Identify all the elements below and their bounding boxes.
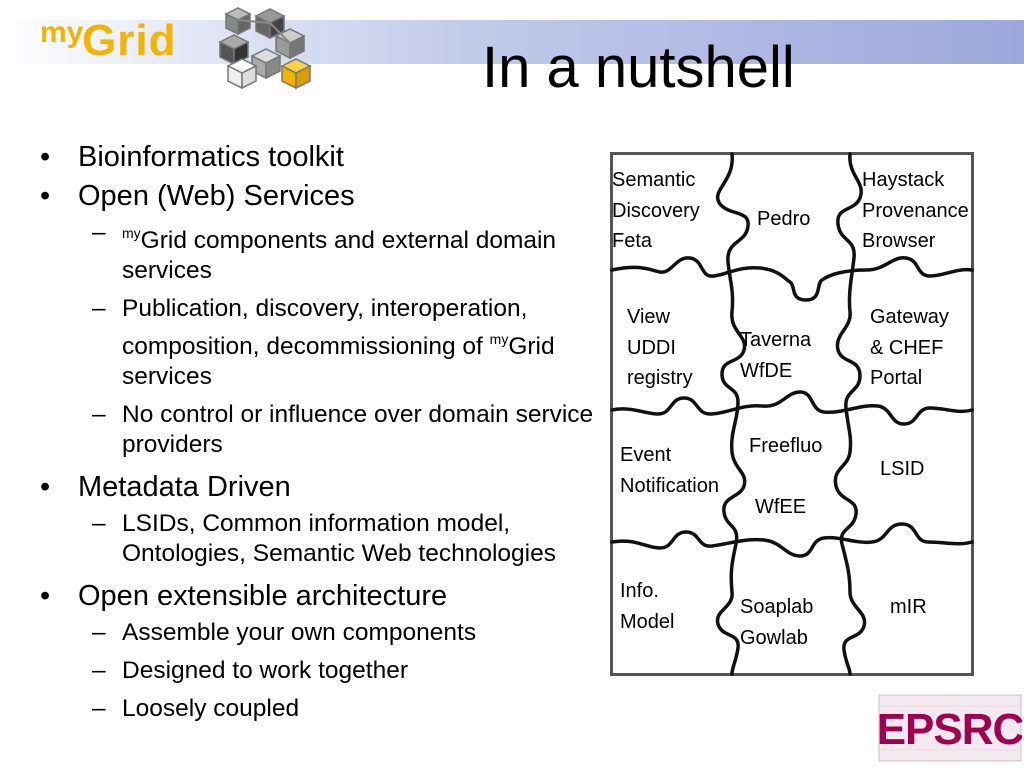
superscript-my: my — [122, 225, 141, 241]
piece-haystack-line2: Provenance — [862, 199, 969, 222]
dash-marker: – — [92, 295, 106, 322]
bullet-metadata-driven: Metadata Driven — [40, 468, 600, 507]
piece-semantic-discovery-line3: Feta — [612, 230, 653, 252]
cube-network-icon — [218, 7, 312, 90]
piece-lsid: LSID — [880, 458, 925, 480]
subbullet-publication-text: Publication, discovery, interoperation, … — [122, 295, 528, 360]
piece-event-notification: Event Notification — [620, 440, 719, 501]
epsrc-logo-text: EPSRC — [878, 705, 1022, 754]
subbullet-publication: – Publication, discovery, interoperation… — [40, 294, 600, 392]
subbullet-assemble-text: Assemble your own components — [122, 619, 477, 646]
piece-soaplab: Soaplab Gowlab — [740, 592, 813, 653]
bullet-list: Bioinformatics toolkit Open (Web) Servic… — [40, 138, 600, 732]
subbullet-no-control: – No control or influence over domain se… — [40, 400, 600, 460]
dash-marker: – — [92, 657, 106, 684]
subbullet-assemble: – Assemble your own components — [40, 618, 600, 648]
piece-soaplab-line2: Gowlab — [740, 626, 808, 649]
superscript-my: my — [489, 331, 509, 347]
subbullet-designed-text: Designed to work together — [122, 657, 408, 684]
slide-title: In a nutshell — [482, 35, 795, 100]
subbullet-components-text: Grid components and external domain serv… — [122, 227, 557, 284]
piece-freefluo: Freefluo — [749, 435, 823, 457]
piece-haystack-line3: Browser — [862, 230, 936, 252]
bullet-open-extensible-architecture: Open extensible architecture — [40, 577, 600, 616]
bullet-open-web-services: Open (Web) Services — [40, 177, 600, 216]
piece-gateway-chef: Gateway & CHEF Portal — [870, 302, 949, 394]
subbullet-no-control-text: No control or influence over domain serv… — [122, 401, 594, 458]
jigsaw-puzzle-diagram: Semantic Discovery Feta Pedro Haystack P… — [610, 152, 974, 676]
mygrid-logo: my Grid — [8, 6, 318, 96]
piece-taverna-line2: WfDE — [740, 359, 793, 382]
dash-marker: – — [92, 219, 106, 246]
piece-view-uddi: View UDDI registry — [627, 302, 693, 394]
piece-semantic-discovery-line1: Semantic — [612, 169, 696, 191]
piece-info-model: Info. Model — [620, 576, 674, 637]
piece-gateway-line2: & CHEF — [870, 336, 944, 359]
piece-info-model-line2: Model — [620, 610, 675, 633]
piece-semantic-discovery: Semantic Discovery Feta — [612, 165, 700, 257]
epsrc-logo: EPSRC — [878, 694, 1022, 762]
logo-my-text: my — [40, 16, 84, 49]
piece-info-model-line1: Info. — [620, 580, 659, 602]
piece-gateway-line1: Gateway — [870, 306, 949, 328]
piece-soaplab-line1: Soaplab — [740, 596, 814, 618]
dash-marker: – — [92, 401, 106, 428]
piece-event-line1: Event — [620, 444, 672, 466]
subbullet-lsids-text: LSIDs, Common information model, Ontolog… — [122, 510, 556, 567]
piece-wfee: WfEE — [755, 496, 807, 518]
jigsaw-outline — [610, 152, 974, 676]
piece-taverna-line1: Taverna — [740, 329, 812, 351]
subbullet-publication-tail: Grid services — [122, 333, 555, 390]
piece-event-line2: Notification — [620, 474, 719, 497]
piece-view-uddi-line2: UDDI — [627, 336, 676, 359]
bullet-bioinformatics-toolkit: Bioinformatics toolkit — [40, 138, 600, 177]
piece-pedro: Pedro — [757, 208, 811, 230]
header-band — [0, 20, 1024, 64]
subbullet-designed: – Designed to work together — [40, 656, 600, 686]
dash-marker: – — [92, 510, 106, 537]
subbullet-lsids: – LSIDs, Common information model, Ontol… — [40, 509, 600, 569]
subbullet-loosely-coupled-text: Loosely coupled — [122, 695, 300, 722]
subbullet-loosely-coupled: – Loosely coupled — [40, 694, 600, 724]
piece-taverna: Taverna WfDE — [740, 325, 811, 386]
piece-gateway-line3: Portal — [870, 367, 923, 389]
dash-marker: – — [92, 695, 106, 722]
piece-haystack-line1: Haystack — [862, 169, 945, 191]
piece-semantic-discovery-line2: Discovery — [612, 199, 700, 222]
logo-grid-text: Grid — [82, 16, 177, 65]
piece-view-uddi-line3: registry — [627, 367, 693, 389]
piece-mir: mIR — [890, 596, 927, 618]
dash-marker: – — [92, 619, 106, 646]
subbullet-components: – myGrid components and external domain … — [40, 218, 600, 286]
piece-haystack: Haystack Provenance Browser — [862, 165, 969, 257]
piece-view-uddi-line1: View — [627, 306, 670, 328]
